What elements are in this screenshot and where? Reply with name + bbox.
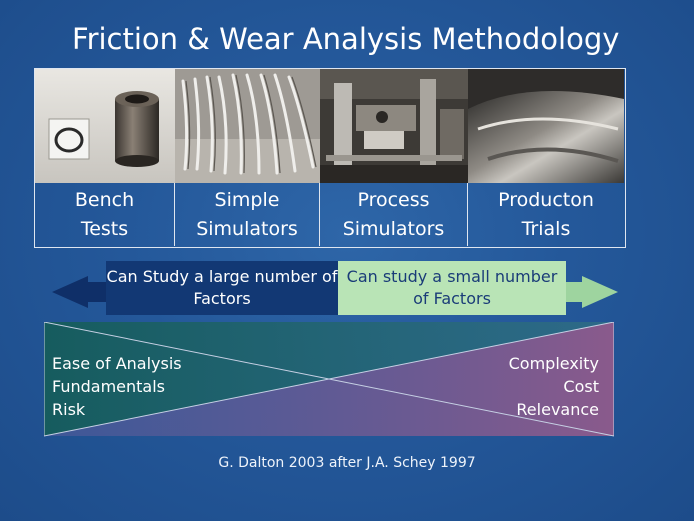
column-label-line2: Simulators (342, 217, 445, 240)
left-attribute-item: Ease of Analysis (52, 354, 182, 373)
arrow-left-icon (52, 276, 88, 308)
column-label-line2: Trials (521, 217, 571, 240)
source-credit: G. Dalton 2003 after J.A. Schey 1997 (218, 455, 476, 471)
column-production-trials: Producton Trials (468, 183, 624, 246)
column-process-simulators: Process Simulators (320, 183, 468, 246)
large-factors-box: Can Study a large number of Factors (106, 261, 338, 315)
tradeoff-triangles (43, 321, 615, 438)
arrow-left-shaft (86, 282, 106, 302)
column-bench-tests: Bench Tests (35, 183, 175, 246)
right-attributes: Complexity Cost Relevance (509, 352, 599, 421)
left-attribute-item: Risk (52, 400, 86, 419)
slide-title: Friction & Wear Analysis Methodology (72, 22, 620, 56)
left-attribute-item: Fundamentals (52, 377, 165, 396)
column-simple-simulators: Simple Simulators (175, 183, 320, 246)
right-attribute-item: Complexity (508, 354, 599, 373)
right-attribute-item: Relevance (516, 400, 599, 419)
column-label-line1: Producton (498, 188, 594, 211)
right-attribute-item: Cost (563, 377, 599, 396)
column-label-line1: Process (357, 188, 430, 211)
column-label-line1: Bench (74, 188, 135, 211)
column-label-line2: Simulators (196, 217, 298, 240)
small-factors-box: Can study a small number of Factors (338, 261, 566, 315)
left-attributes: Ease of Analysis Fundamentals Risk (52, 352, 182, 421)
arrow-right-icon (582, 276, 618, 308)
label-row: Bench Tests Simple Simulators Process Si… (35, 183, 624, 246)
column-label-line2: Tests (80, 217, 129, 240)
methodology-panel: Bench Tests Simple Simulators Process Si… (34, 68, 626, 248)
bench-test-photo (35, 69, 175, 183)
production-trial-photo (468, 69, 624, 183)
simple-simulator-photo (175, 69, 320, 183)
photo-row (35, 69, 624, 183)
process-simulator-photo (320, 69, 468, 183)
column-label-line1: Simple (214, 188, 280, 211)
arrow-right-shaft (566, 282, 584, 302)
